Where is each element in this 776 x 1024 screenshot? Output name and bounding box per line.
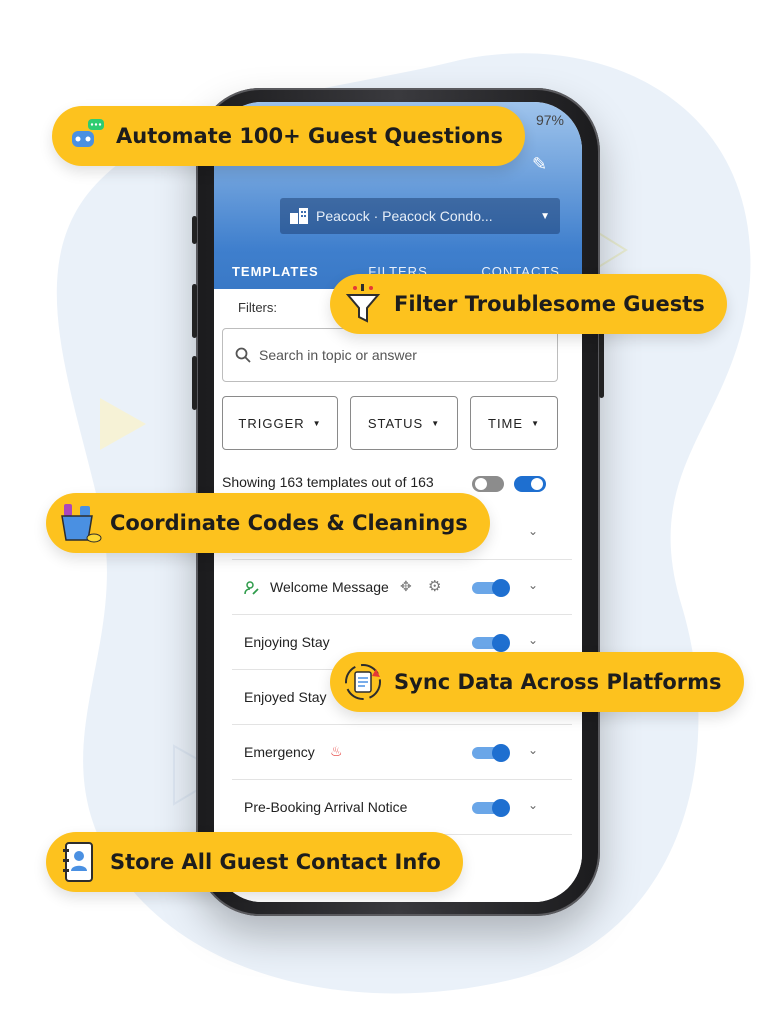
property-name: Peacock · Peacock Condo... — [316, 208, 493, 224]
template-row[interactable]: Welcome Message ✥ ⚙ ⌄ — [232, 560, 572, 615]
phone-volume-up — [192, 284, 197, 338]
trigger-label: TRIGGER — [238, 415, 305, 431]
template-label: Enjoyed Stay — [244, 689, 327, 705]
phone-power-button — [599, 318, 604, 398]
tab-templates[interactable]: TEMPLATES — [214, 252, 337, 292]
caret-down-icon: ▼ — [431, 418, 441, 428]
trigger-dropdown[interactable]: TRIGGER ▼ — [222, 396, 338, 450]
template-toggle[interactable] — [472, 634, 510, 652]
search-placeholder: Search in topic or answer — [259, 347, 417, 363]
template-label: Pre-Booking Arrival Notice — [244, 799, 408, 815]
edit-pencil-icon[interactable]: ✎ — [532, 154, 548, 174]
feature-label: Filter Troublesome Guests — [394, 292, 705, 316]
phone-volume-down — [192, 356, 197, 410]
chevron-down-icon[interactable]: ⌄ — [528, 633, 539, 647]
building-icon — [290, 208, 308, 224]
phone-side-button — [192, 216, 197, 244]
feature-pill-coordinate: Coordinate Codes & Cleanings — [46, 493, 490, 553]
template-row[interactable]: Pre-Booking Arrival Notice ⌄ — [232, 780, 572, 835]
filters-label: Filters: — [238, 300, 277, 315]
feature-pill-contacts: Store All Guest Contact Info — [46, 832, 463, 892]
template-label: Enjoying Stay — [244, 634, 330, 650]
sync-document-icon — [345, 664, 381, 700]
chevron-down-icon[interactable]: ⌄ — [528, 524, 539, 538]
chevron-down-icon[interactable]: ⌄ — [528, 798, 539, 812]
chevron-down-icon[interactable]: ⌄ — [528, 743, 539, 757]
chevron-down-icon: ▼ — [540, 210, 550, 222]
cleaning-bucket-icon — [61, 504, 102, 543]
decorative-triangle — [100, 398, 146, 450]
move-arrows-icon[interactable]: ✥ — [400, 578, 412, 594]
template-toggle[interactable] — [472, 799, 510, 817]
chevron-down-icon[interactable]: ⌄ — [528, 578, 539, 592]
status-dropdown[interactable]: STATUS ▼ — [350, 396, 458, 450]
template-row[interactable]: Emergency ♨ ⌄ — [232, 725, 572, 780]
template-toggle[interactable] — [472, 579, 510, 597]
toggle-on[interactable] — [514, 476, 546, 492]
feature-pill-filter: Filter Troublesome Guests — [330, 274, 727, 334]
feature-label: Sync Data Across Platforms — [394, 670, 722, 694]
feature-label: Store All Guest Contact Info — [110, 850, 441, 874]
time-dropdown[interactable]: TIME ▼ — [470, 396, 558, 450]
fire-icon: ♨ — [330, 743, 343, 759]
feature-label: Automate 100+ Guest Questions — [116, 124, 503, 148]
battery-level: 97% — [535, 112, 564, 128]
template-row[interactable]: ⌄ — [232, 506, 572, 560]
caret-down-icon: ▼ — [312, 418, 322, 428]
status-label: STATUS — [367, 415, 424, 431]
user-edit-icon — [244, 581, 259, 595]
gear-icon[interactable]: ⚙ — [428, 578, 442, 595]
templates-panel: Filters: Search in topic or answer TRIGG… — [214, 292, 582, 902]
search-icon — [235, 347, 251, 363]
template-label: Emergency — [244, 744, 315, 760]
toggle-off[interactable] — [472, 476, 504, 492]
search-input[interactable]: Search in topic or answer — [222, 328, 558, 382]
results-count: Showing 163 templates out of 163 — [222, 474, 434, 490]
caret-down-icon: ▼ — [531, 418, 540, 428]
feature-label: Coordinate Codes & Cleanings — [110, 511, 468, 535]
feature-pill-automate: Automate 100+ Guest Questions — [52, 106, 525, 166]
chat-robot-icon — [63, 114, 107, 158]
property-selector[interactable]: Peacock · Peacock Condo... ▼ — [280, 198, 560, 234]
template-label: Welcome Message — [270, 579, 389, 595]
feature-pill-sync: Sync Data Across Platforms — [330, 652, 744, 712]
time-label: TIME — [488, 415, 524, 431]
contact-book-icon — [63, 842, 93, 882]
template-toggle[interactable] — [472, 744, 510, 762]
funnel-icon — [345, 284, 381, 323]
